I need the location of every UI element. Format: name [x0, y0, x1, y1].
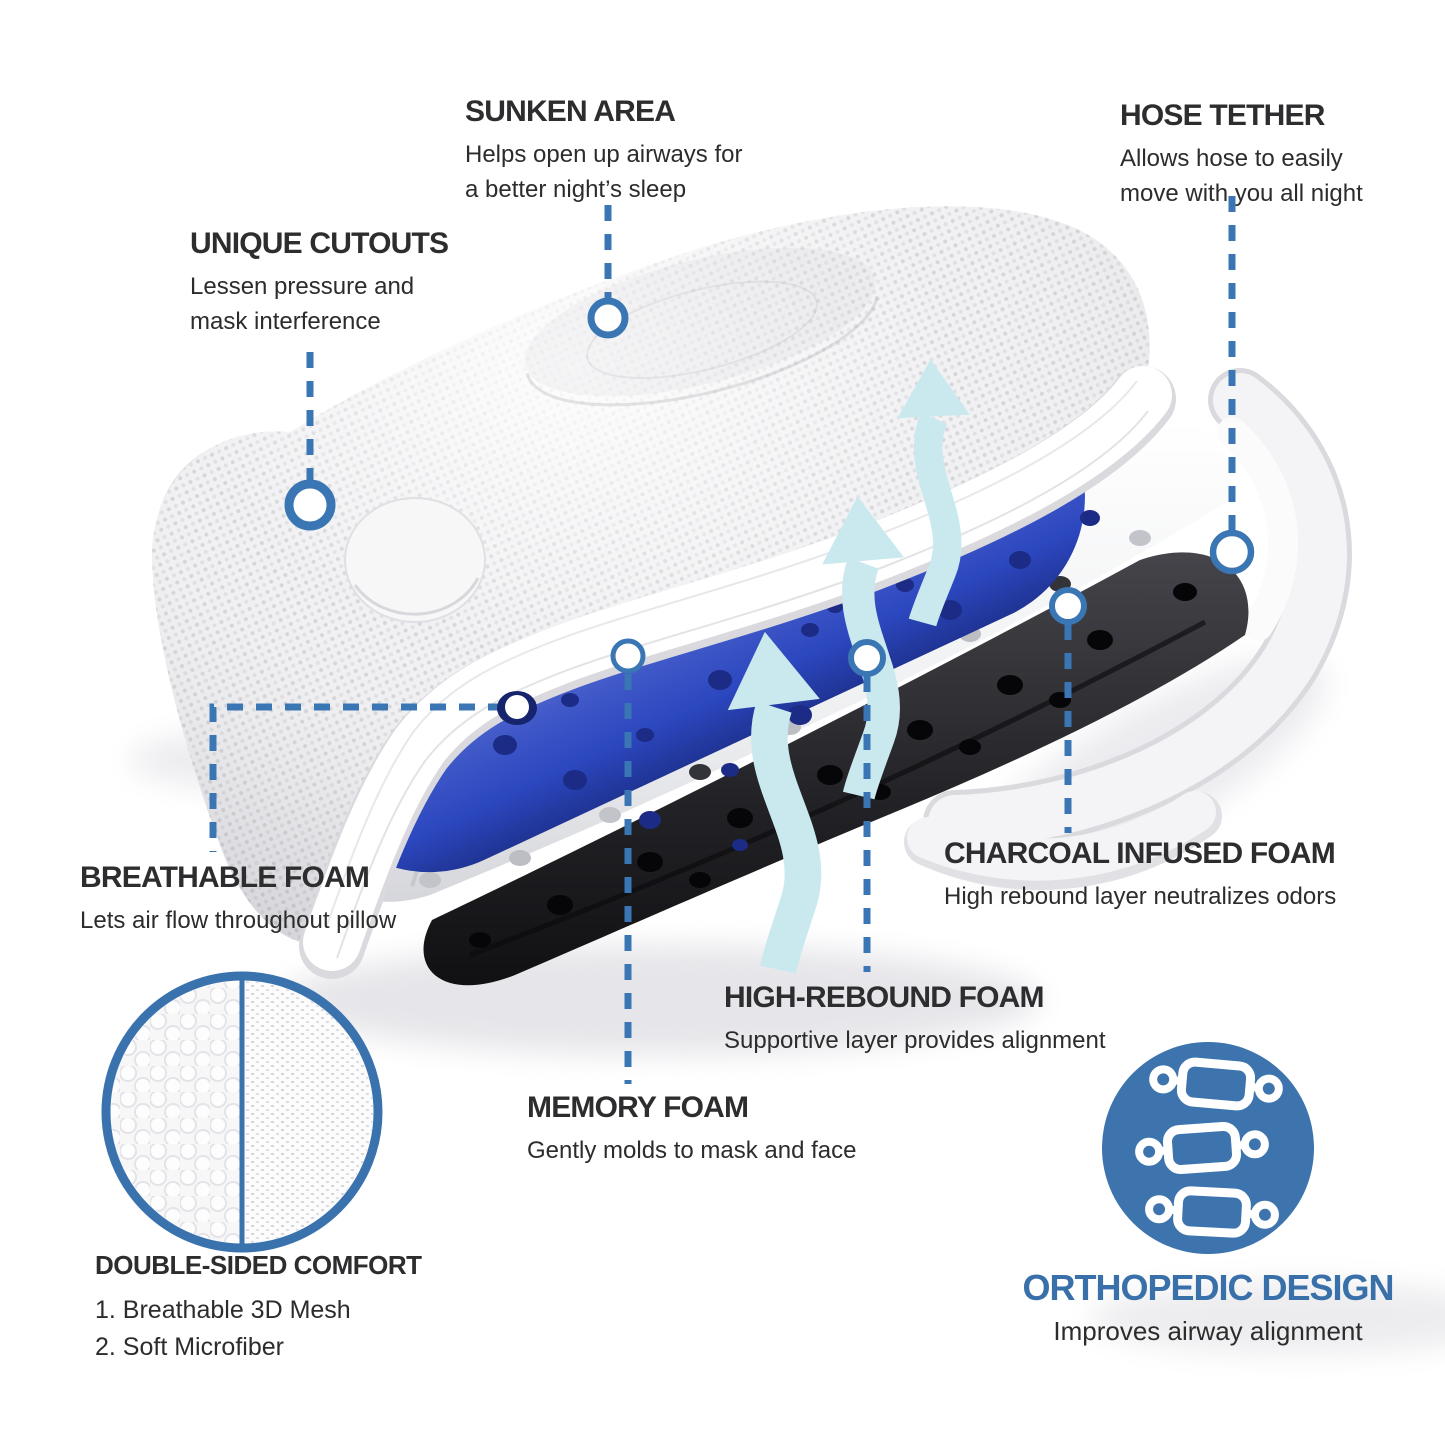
- orthopedic-badge: [1102, 1042, 1314, 1254]
- callout-marker-unique-cutouts: [284, 479, 336, 531]
- callout-body: Supportive layer provides alignment: [724, 1027, 1106, 1054]
- tether-fabric-wave: [904, 791, 1222, 890]
- callout-sunken-area: SUNKEN AREA Helps open up airways for a …: [465, 96, 742, 207]
- callout-title: UNIQUE CUTOUTS: [190, 227, 449, 260]
- callout-lines: [209, 196, 1236, 1084]
- badge-subtitle: Improves airway alignment: [1053, 1316, 1363, 1346]
- callout-body: Lets air flow throughout pillow: [80, 907, 397, 934]
- callout-title: HOSE TETHER: [1120, 99, 1325, 132]
- callout-marker-charcoal-foam: [1049, 587, 1087, 625]
- callout-breathable-foam: BREATHABLE FOAM Lets air flow throughout…: [80, 862, 396, 938]
- callout-charcoal-foam: CHARCOAL INFUSED FOAM High rebound layer…: [944, 838, 1336, 914]
- cutout-notch: [344, 497, 486, 623]
- badge-title: ORTHOPEDIC DESIGN: [1022, 1267, 1394, 1308]
- orthopedic-badge-label: ORTHOPEDIC DESIGN Improves airway alignm…: [1018, 1267, 1398, 1347]
- callout-marker-memory-foam: [610, 638, 646, 674]
- callout-title: BREATHABLE FOAM: [80, 861, 370, 894]
- callout-marker-breathable-foam: [497, 691, 537, 725]
- callout-title: SUNKEN AREA: [465, 95, 676, 128]
- callout-marker-high-rebound-foam: [848, 639, 886, 677]
- mesh-texture-half: [111, 981, 242, 1243]
- detail-items: 1. Breathable 3D Mesh 2. Soft Microfiber: [95, 1296, 351, 1361]
- detail-circle-label: DOUBLE-SIDED COMFORT 1. Breathable 3D Me…: [95, 1250, 422, 1366]
- callout-unique-cutouts: UNIQUE CUTOUTS Lessen pressure and mask …: [190, 227, 449, 339]
- callout-body: Allows hose to easily move with you all …: [1120, 145, 1363, 207]
- callout-marker-hose-tether: [1209, 529, 1255, 575]
- detail-circle: [101, 971, 383, 1253]
- callout-title: HIGH-REBOUND FOAM: [724, 981, 1045, 1014]
- callout-body: Lessen pressure and mask interference: [190, 273, 415, 335]
- callout-body: High rebound layer neutralizes odors: [944, 883, 1337, 910]
- callout-memory-foam: MEMORY FOAM Gently molds to mask and fac…: [527, 1092, 856, 1168]
- sunken-area-shading: [524, 247, 879, 407]
- callout-title: MEMORY FOAM: [527, 1091, 749, 1124]
- callout-marker-sunken-area: [587, 297, 629, 339]
- callout-high-rebound-foam: HIGH-REBOUND FOAM Supportive layer provi…: [724, 982, 1106, 1058]
- callout-body: Gently molds to mask and face: [527, 1137, 857, 1164]
- callout-line-breathable-foam: [209, 703, 504, 852]
- callout-hose-tether: HOSE TETHER Allows hose to easily move w…: [1120, 100, 1363, 211]
- callout-markers: [284, 297, 1255, 725]
- detail-title: DOUBLE-SIDED COMFORT: [95, 1250, 422, 1280]
- callout-body: Helps open up airways for a better night…: [465, 141, 743, 203]
- callout-title: CHARCOAL INFUSED FOAM: [944, 837, 1336, 870]
